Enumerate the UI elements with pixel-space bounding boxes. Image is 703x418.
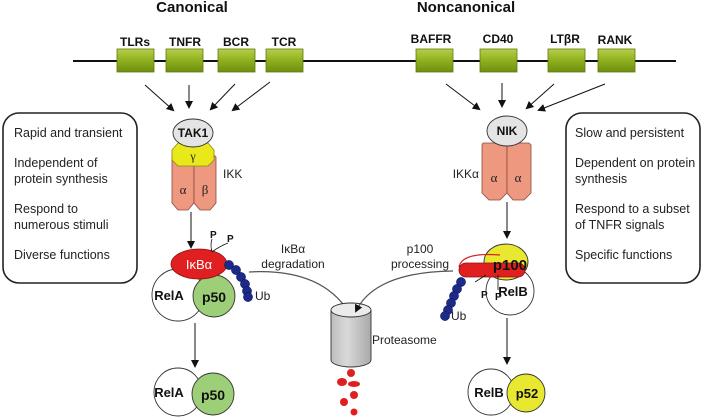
receptor-ltbr: LTβR (547, 32, 586, 73)
noncanonical-receptor-arrows (445, 83, 606, 112)
ikba-degradation-label-1: IκBα (281, 242, 305, 256)
svg-text:α: α (515, 170, 522, 185)
svg-text:TNFR: TNFR (169, 35, 201, 49)
rela-p50-ikba-complex: RelA p50 IκBα P P Ub (151, 230, 271, 322)
svg-text:β: β (202, 182, 209, 197)
degraded-peptides (337, 369, 360, 416)
ub-label: Ub (255, 289, 271, 303)
phospho-line (211, 242, 229, 253)
ikba-degradation-arrow (248, 271, 350, 313)
ikk-alpha-label: IKKα (453, 167, 479, 181)
canonical-receptor-arrows (144, 81, 271, 112)
ikk-gamma-subunit (171, 142, 215, 167)
phospho-line (210, 238, 213, 253)
proteasome-label: Proteasome (372, 333, 437, 347)
receptor-bcr: BCR (217, 35, 256, 73)
ikk-alpha-subunit (506, 142, 532, 201)
svg-text:α: α (491, 170, 498, 185)
svg-text:γ: γ (189, 149, 196, 163)
svg-text:LTβR: LTβR (550, 32, 580, 46)
active-rela-p50-dimer: RelA p50 (153, 367, 235, 417)
tak1-kinase: TAK1 (172, 118, 214, 148)
svg-text:NIK: NIK (497, 124, 518, 138)
p100-ankyrin-domain (458, 262, 526, 278)
svg-text:RANK: RANK (598, 33, 633, 47)
p100-relb-complex: p100 RelB P P Ub (440, 243, 535, 323)
svg-text:protein synthesis: protein synthesis (14, 172, 108, 186)
svg-text:Respond to a subset: Respond to a subset (575, 202, 690, 216)
canonical-header: Canonical (156, 0, 228, 16)
noncanonical-header: Noncanonical (417, 0, 515, 16)
phospho-label: P (227, 234, 234, 245)
svg-text:BAFFR: BAFFR (411, 32, 452, 46)
svg-text:Specific functions: Specific functions (575, 248, 672, 262)
receptor-baffr: BAFFR (411, 32, 454, 73)
svg-text:numerous stimuli: numerous stimuli (14, 218, 108, 232)
p52-subunit (506, 373, 546, 413)
svg-text:Slow and persistent: Slow and persistent (575, 126, 685, 140)
svg-text:synthesis: synthesis (575, 172, 627, 186)
phospho-label: P (481, 290, 488, 301)
nik-kinase: NIK (486, 115, 528, 147)
ikba-degradation-label-2: degradation (261, 257, 324, 271)
phospho-line (474, 274, 487, 283)
svg-text:TLRs: TLRs (120, 35, 150, 49)
proteasome: Proteasome (330, 302, 437, 416)
receptor-cd40: CD40 (479, 32, 518, 73)
ikk-label: IKK (223, 167, 242, 181)
canonical-characteristics-box: Rapid and transient Independent of prote… (2, 112, 138, 284)
svg-text:BCR: BCR (223, 35, 249, 49)
svg-text:α: α (180, 182, 187, 197)
ubiquitin-chain (440, 277, 466, 321)
ub-label: Ub (451, 309, 467, 323)
svg-text:RelA: RelA (154, 385, 184, 400)
svg-text:p100: p100 (493, 257, 527, 274)
svg-text:IκBα: IκBα (186, 257, 213, 272)
svg-text:of TNFR signals: of TNFR signals (575, 218, 664, 232)
receptor-rank: RANK (597, 33, 636, 73)
receptor-tcr: TCR (265, 35, 304, 73)
ikk-alpha-homodimer: α α IKKα (453, 142, 532, 201)
svg-text:RelB: RelB (474, 385, 504, 400)
svg-text:Diverse functions: Diverse functions (14, 248, 110, 262)
svg-text:p50: p50 (201, 387, 225, 403)
svg-text:Dependent on protein: Dependent on protein (575, 156, 695, 170)
svg-text:p50: p50 (202, 289, 226, 305)
p50-subunit (191, 372, 235, 416)
svg-text:Respond to: Respond to (14, 202, 78, 216)
svg-text:TCR: TCR (272, 35, 297, 49)
svg-text:p52: p52 (516, 386, 538, 401)
phospho-label: P (210, 230, 217, 241)
active-relb-p52-dimer: RelB p52 (467, 368, 546, 416)
noncanonical-characteristics-box: Slow and persistent Dependent on protein… (565, 112, 701, 284)
svg-text:CD40: CD40 (483, 32, 514, 46)
svg-text:Independent of: Independent of (14, 156, 98, 170)
svg-text:Rapid and transient: Rapid and transient (14, 126, 123, 140)
p100-processing-label-1: p100 (407, 242, 434, 256)
receptor-tlrs: TLRs (116, 35, 155, 73)
ikk-complex-canonical: α β γ IKK (171, 142, 242, 211)
phospho-label: P (495, 292, 502, 303)
ubiquitin-chain (224, 260, 253, 302)
p100-processing-label-2: processing (391, 257, 449, 271)
svg-text:TAK1: TAK1 (178, 126, 209, 140)
svg-text:RelA: RelA (154, 288, 184, 303)
svg-text:RelB: RelB (498, 284, 528, 299)
p100-processing-arrow (355, 270, 454, 313)
p100-loop (458, 253, 501, 268)
receptor-tnfr: TNFR (165, 35, 204, 73)
